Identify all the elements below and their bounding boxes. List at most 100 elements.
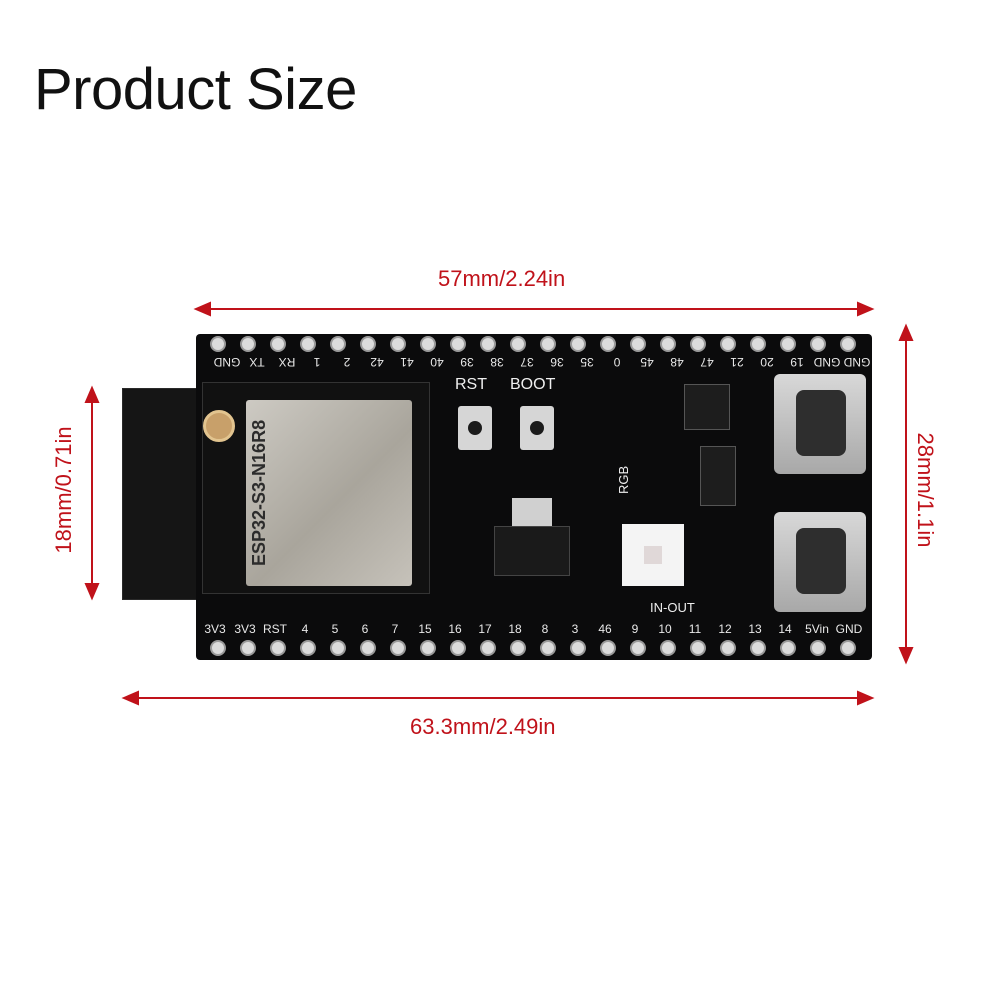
pin-label: 4 — [301, 622, 309, 636]
rst-button[interactable] — [458, 406, 492, 450]
pin-label: RST — [263, 622, 287, 636]
pin — [540, 336, 556, 352]
pin — [270, 640, 286, 656]
pin — [690, 336, 706, 352]
pin-label: 16 — [448, 622, 462, 636]
top-pin-labels: GND GND 19 20 21 47 48 45 0 35 36 37 38 … — [196, 355, 872, 369]
pin — [810, 336, 826, 352]
pin — [510, 336, 526, 352]
pin-label: 3 — [571, 622, 579, 636]
pin-label: 6 — [361, 622, 369, 636]
pin-label: 39 — [460, 355, 474, 369]
pin-label: 21 — [730, 355, 744, 369]
pin — [270, 336, 286, 352]
rgb-led — [622, 524, 684, 586]
rgb-label: RGB — [616, 465, 631, 494]
pin — [480, 336, 496, 352]
pin-label: 37 — [520, 355, 534, 369]
pin-label: 7 — [391, 622, 399, 636]
pin-label: 9 — [631, 622, 639, 636]
bottom-pin-labels: 3V3 3V3 RST 4 5 6 7 15 16 17 18 8 3 46 9… — [200, 622, 872, 636]
pin-label: 18 — [508, 622, 522, 636]
pin-label: 45 — [640, 355, 654, 369]
pin-label: 40 — [430, 355, 444, 369]
pin — [630, 640, 646, 656]
pin-label: 3V3 — [234, 622, 256, 636]
pin-label: 2 — [343, 355, 351, 369]
usb-c-port-top[interactable] — [774, 374, 866, 474]
pin — [540, 640, 556, 656]
pin-label: 17 — [478, 622, 492, 636]
boot-label: BOOT — [510, 376, 556, 393]
pin — [660, 336, 676, 352]
antenna — [122, 388, 206, 600]
pin-label: 42 — [370, 355, 384, 369]
pin — [600, 640, 616, 656]
dimension-right-label: 28mm/1.1in — [913, 432, 938, 548]
pin — [660, 640, 676, 656]
pin-label: 13 — [748, 622, 762, 636]
pin-label: 15 — [418, 622, 432, 636]
pin-label: 19 — [790, 355, 804, 369]
usb-bridge-chip — [684, 384, 730, 430]
inout-label: IN-OUT — [650, 600, 695, 615]
pin — [450, 640, 466, 656]
pin — [330, 640, 346, 656]
voltage-regulator — [494, 526, 570, 576]
usb-c-port-bottom[interactable] — [774, 512, 866, 612]
pin — [600, 336, 616, 352]
pin — [330, 336, 346, 352]
pin-label: 11 — [688, 622, 702, 636]
pin — [360, 640, 376, 656]
bottom-pin-row — [210, 640, 856, 656]
dimension-bottom-label: 63.3mm/2.49in — [410, 714, 556, 739]
pin-label: 20 — [760, 355, 774, 369]
pin — [780, 640, 796, 656]
pin-label: GND — [835, 622, 863, 636]
pin-label: 36 — [550, 355, 564, 369]
pin-label: 14 — [778, 622, 792, 636]
pin-label: 1 — [313, 355, 321, 369]
pin — [630, 336, 646, 352]
pin-label: RX — [278, 355, 296, 369]
pin — [300, 640, 316, 656]
dimension-top-label: 57mm/2.24in — [438, 266, 566, 291]
module-label: ESP32-S3-N16R8 — [249, 419, 269, 566]
pin — [210, 640, 226, 656]
pin-label: 12 — [718, 622, 732, 636]
pin-label: 5Vin — [805, 622, 829, 636]
pin — [420, 640, 436, 656]
pin — [750, 640, 766, 656]
regulator-tab — [512, 498, 552, 526]
boot-button[interactable] — [520, 406, 554, 450]
pin-label: 46 — [598, 622, 612, 636]
page-title: Product Size — [34, 57, 357, 122]
rst-label: RST — [455, 376, 487, 393]
pin-label: 3V3 — [204, 622, 226, 636]
pin — [720, 640, 736, 656]
pin — [390, 336, 406, 352]
pin-label: GND — [843, 355, 871, 369]
pin — [210, 336, 226, 352]
pin — [240, 336, 256, 352]
pin — [840, 640, 856, 656]
pin-label: 0 — [613, 355, 621, 369]
dimension-left-label: 18mm/0.71in — [51, 426, 76, 554]
pin — [810, 640, 826, 656]
pin-label: 38 — [490, 355, 504, 369]
pin-label: TX — [249, 355, 265, 369]
pin — [300, 336, 316, 352]
pin-label: 10 — [658, 622, 672, 636]
pin-label: GND — [813, 355, 841, 369]
pin — [570, 640, 586, 656]
pin — [780, 336, 796, 352]
pin — [420, 336, 436, 352]
pin — [750, 336, 766, 352]
pin — [510, 640, 526, 656]
pin-label: 5 — [331, 622, 339, 636]
pin — [570, 336, 586, 352]
pin — [450, 336, 466, 352]
pin — [690, 640, 706, 656]
ufl-connector — [203, 410, 235, 442]
